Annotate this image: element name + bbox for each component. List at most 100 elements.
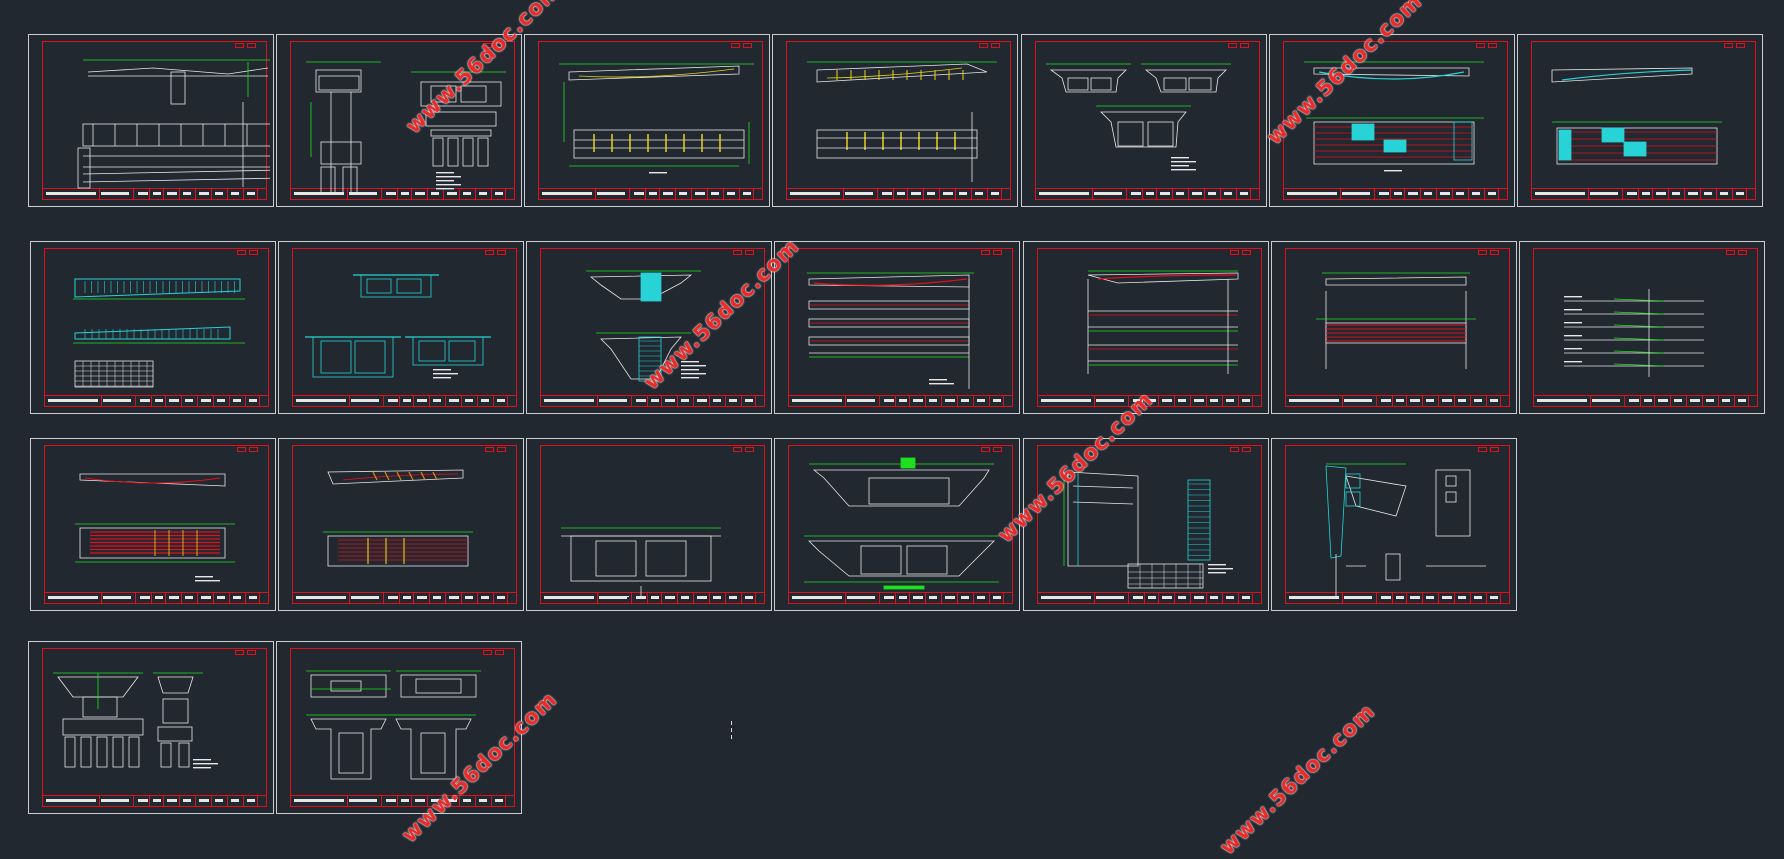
drawing-sheet-pier-elevation[interactable]: [28, 34, 274, 207]
drawing-sheet-pier-cap-sections[interactable]: [276, 641, 522, 814]
sheet-corner-tag: [1736, 43, 1745, 48]
sheet-frame: [788, 445, 1013, 604]
title-block-divider: [1732, 189, 1733, 199]
title-block-divider: [429, 593, 430, 603]
drawing-sheet-orange-profile[interactable]: [278, 438, 524, 611]
sheet-corner-tag: [235, 650, 244, 655]
title-block-divider: [165, 593, 166, 603]
drawing-sheet-cyan-girder-table[interactable]: [30, 241, 276, 414]
drawing-sheet-red-plan[interactable]: [1271, 241, 1517, 414]
title-block-divider: [1144, 593, 1145, 603]
drawing-sheet-cyan-tendon-plan[interactable]: [1269, 34, 1515, 207]
title-block-text: [745, 399, 753, 402]
title-block-divider: [179, 189, 180, 199]
title-block-text: [943, 192, 953, 195]
sheet-corner-tag: [1242, 250, 1251, 255]
sheet-corner-tag: [249, 447, 258, 452]
title-block-text: [713, 399, 721, 402]
title-block-divider: [1684, 189, 1685, 199]
title-block-divider: [691, 189, 692, 199]
title-block-text: [1394, 192, 1402, 195]
title-block-divider: [843, 189, 844, 199]
title-block-divider: [895, 593, 896, 603]
title-block-divider: [101, 396, 102, 406]
title-block-divider: [211, 796, 212, 806]
title-block-text: [1344, 399, 1372, 402]
drawing-sheet-box-section-green[interactable]: [526, 438, 772, 611]
title-block-text: [403, 596, 411, 599]
title-block-divider: [1190, 593, 1191, 603]
drawing-sheet-red-plan-2[interactable]: [30, 438, 276, 611]
title-block-divider: [939, 189, 940, 199]
drawing-sheet-large-box-section[interactable]: [774, 438, 1020, 611]
sheet-corner-tag: [483, 43, 492, 48]
title-block-text: [1537, 399, 1587, 402]
title-block-divider: [741, 396, 742, 406]
drawing-sheet-tendon-elevation-yellow-2[interactable]: [772, 34, 1018, 207]
title-block-text: [1133, 399, 1143, 402]
title-block-text: [217, 399, 225, 402]
sheet-title-block: [45, 592, 268, 603]
drawing-sheet-red-tendon-profiles-2[interactable]: [1023, 241, 1269, 414]
title-block-divider: [723, 189, 724, 199]
title-block-text: [713, 596, 721, 599]
sheet-frame: [538, 41, 763, 200]
title-block-text: [681, 399, 689, 402]
drawing-sheet-tendon-elevation-yellow[interactable]: [524, 34, 770, 207]
drawing-sheet-anchor-detail[interactable]: [1271, 438, 1517, 611]
title-block-text: [401, 799, 409, 802]
title-block-divider: [229, 593, 230, 603]
title-block-text: [1690, 399, 1700, 402]
title-block-divider: [1716, 189, 1717, 199]
sheet-corner-tag: [979, 43, 988, 48]
title-block-text: [140, 596, 150, 599]
title-block-divider: [595, 189, 596, 199]
title-block-divider: [1390, 189, 1391, 199]
title-block-divider: [693, 396, 694, 406]
sheet-title-block: [1286, 395, 1509, 406]
title-block-divider: [989, 396, 990, 406]
drawing-sheet-red-tendon-profiles[interactable]: [774, 241, 1020, 414]
title-block-text: [1381, 399, 1391, 402]
sheet-drawing-box-girder-sections: [1046, 63, 1231, 171]
drawing-sheet-cyan-detail[interactable]: [526, 241, 772, 414]
title-block-text: [1674, 399, 1682, 402]
title-block-divider: [1498, 189, 1499, 199]
title-block-text: [183, 799, 191, 802]
title-block-divider: [459, 796, 460, 806]
sheet-title-block: [541, 592, 764, 603]
drawing-sheet-cap-piles-section[interactable]: [276, 34, 522, 207]
title-block-text: [1146, 192, 1154, 195]
title-block-divider: [245, 593, 246, 603]
title-block-divider: [1438, 593, 1439, 603]
title-block-divider: [1094, 593, 1095, 603]
sheet-title-block: [541, 395, 764, 406]
title-block-divider: [227, 189, 228, 199]
sheet-title-block: [789, 395, 1012, 406]
title-block-text: [1162, 596, 1172, 599]
sheet-title-block: [539, 188, 762, 199]
drawing-sheet-rebar-detail-table[interactable]: [1023, 438, 1269, 611]
title-block-divider: [1126, 189, 1127, 199]
title-block-text: [231, 192, 239, 195]
title-block-text: [961, 596, 969, 599]
title-block-divider: [925, 593, 926, 603]
title-block-divider: [1486, 593, 1487, 603]
title-block-divider: [195, 189, 196, 199]
drawing-sheet-cyan-tendon-plan-2[interactable]: [1517, 34, 1763, 207]
title-block-divider: [195, 796, 196, 806]
drawing-sheet-box-girder-sections[interactable]: [1021, 34, 1267, 207]
title-block-text: [792, 596, 842, 599]
drawing-sheet-green-lines[interactable]: [1519, 241, 1765, 414]
title-block-text: [599, 596, 627, 599]
title-block-divider: [707, 189, 708, 199]
drawing-sheet-pier-cap-elevation[interactable]: [28, 641, 274, 814]
drawing-sheet-cyan-sections[interactable]: [278, 241, 524, 414]
title-block-text: [544, 399, 594, 402]
title-block-text: [1344, 596, 1372, 599]
title-block-text: [961, 399, 969, 402]
title-block-divider: [197, 396, 198, 406]
title-block-text: [153, 192, 161, 195]
title-block-text: [48, 399, 98, 402]
